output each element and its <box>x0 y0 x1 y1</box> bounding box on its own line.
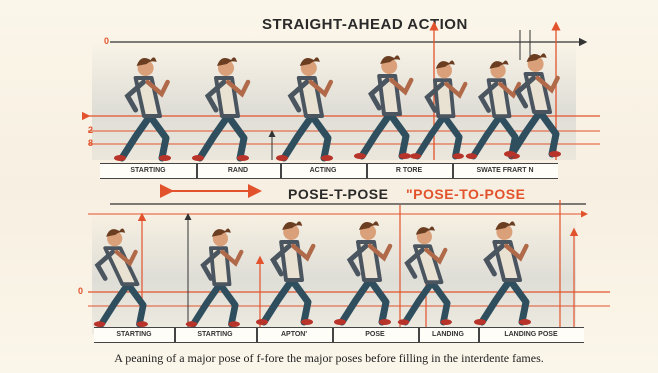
top-strip-label-r-tore: R TORE <box>366 164 452 178</box>
runner-figure <box>398 227 452 325</box>
runner-figure <box>474 221 531 325</box>
bottom-strip-label-starting: STARTING <box>94 328 174 342</box>
top-strip-label-rand: RAND <box>196 164 280 178</box>
runner-figure <box>94 229 148 327</box>
top-strip-label-acting: ACTING <box>280 164 366 178</box>
runner-figure <box>186 229 241 327</box>
runner-figure <box>256 221 313 325</box>
bottom-strip-label-apton: APTON' <box>256 328 332 342</box>
runner-figure <box>466 61 520 159</box>
top-strip-label-swate: SWATE FRART N <box>452 164 558 178</box>
caption-text: A peaning of a major pose of f-fore the … <box>0 351 658 366</box>
top-marker-2: 2 <box>88 125 93 135</box>
runner-figure <box>114 57 171 161</box>
top-marker-8: 8 <box>88 138 93 148</box>
bottom-frame-strip: STARTING STARTING APTON' POSE LANDING LA… <box>94 327 584 343</box>
bottom-strip-label-landing-pose: LANDING POSE <box>478 328 584 342</box>
runner-figure <box>410 61 465 159</box>
bottom-strip-label-starting-2: STARTING <box>174 328 256 342</box>
runner-figure <box>276 57 333 161</box>
runner-figure <box>354 55 411 159</box>
top-marker-0: 0 <box>104 36 109 46</box>
runner-figure <box>192 57 249 161</box>
top-strip-label-starting: STARTING <box>100 164 196 178</box>
bottom-marker-0: 0 <box>78 286 83 296</box>
bottom-strip-label-pose: POSE <box>332 328 418 342</box>
top-frame-strip: STARTING RAND ACTING R TORE SWATE FRART … <box>100 163 558 179</box>
bottom-strip-label-landing: LANDING <box>418 328 478 342</box>
runner-figure <box>334 221 391 325</box>
